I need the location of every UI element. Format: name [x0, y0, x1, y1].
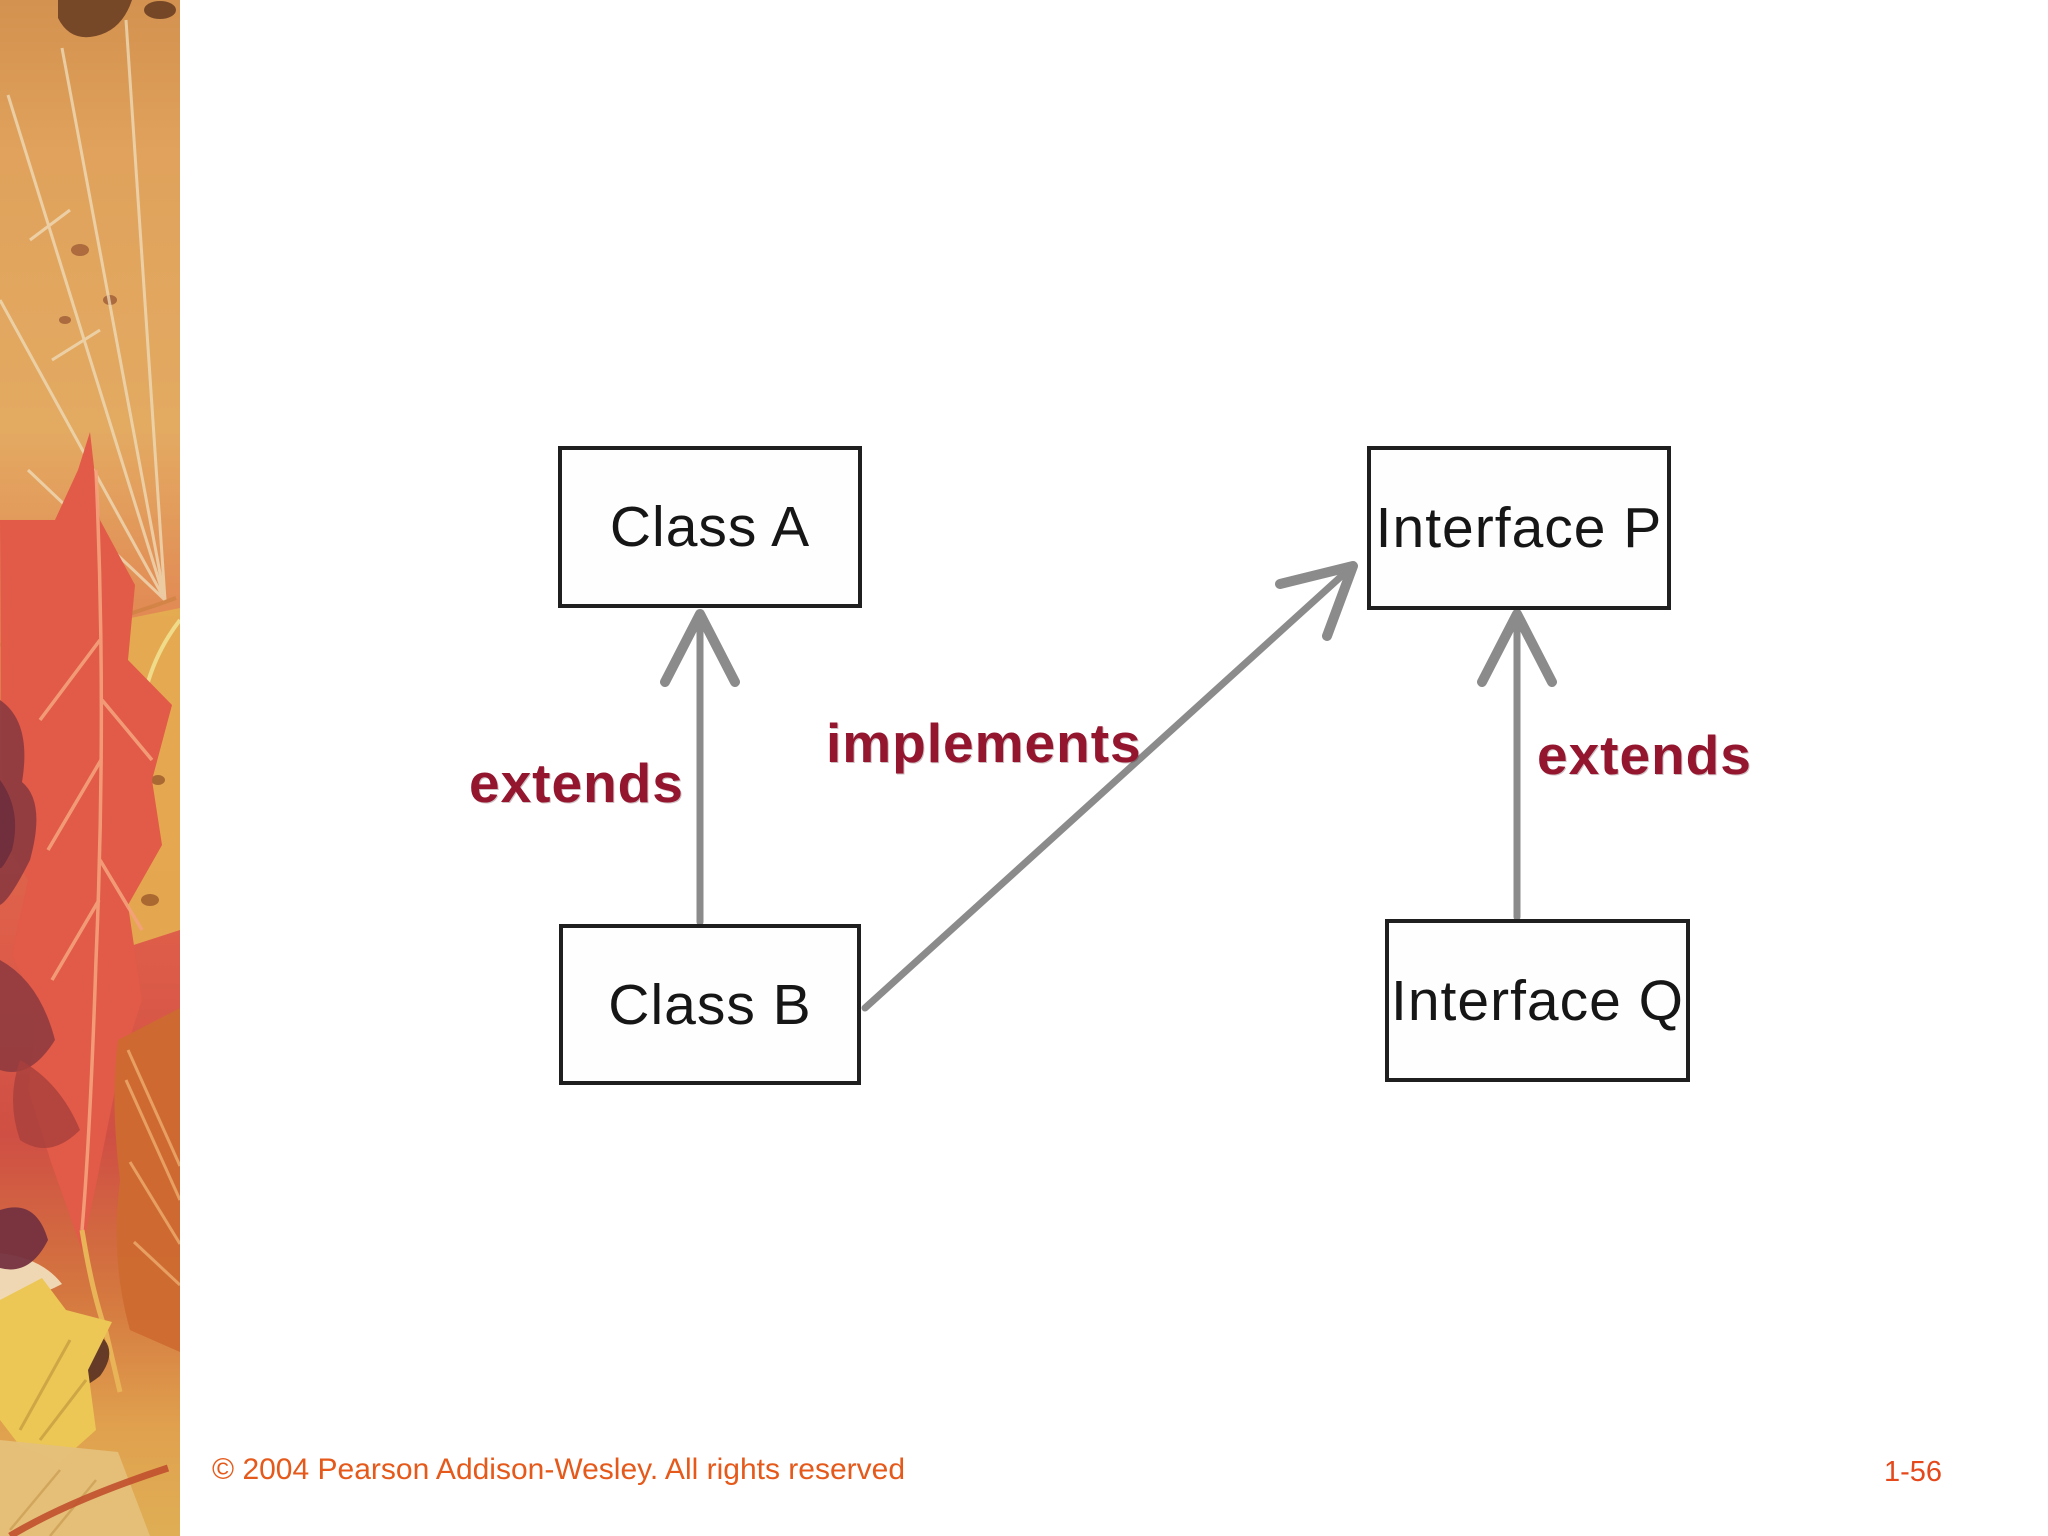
leaf-top-dark-patches [58, 0, 176, 324]
autumn-leaves-strip [0, 0, 180, 1536]
leaf-yellow-veins [18, 1339, 88, 1441]
leaf-bottom-tan-veins [9, 1469, 97, 1536]
leaf-orange-veins [124, 1049, 180, 1287]
interface-q-box: Interface Q [1385, 919, 1690, 1082]
leaf-red-veins [38, 469, 154, 1231]
interface-p-box: Interface P [1367, 446, 1671, 610]
class-a-box: Class A [558, 446, 862, 608]
page-number: 1-56 [1884, 1456, 1943, 1488]
footer-copyright: © 2004 Pearson Addison-Wesley. All right… [212, 1453, 906, 1486]
class-a-label: Class A [609, 495, 811, 559]
leaf-maroon-shadows [0, 700, 80, 1148]
implements-label: implements [826, 712, 1142, 774]
extends-left-label: extends [469, 752, 684, 814]
interface-q-label: Interface Q [1391, 968, 1684, 1033]
interface-p-label: Interface P [1375, 496, 1663, 560]
extends-right-label: extends [1537, 724, 1752, 786]
class-b-label: Class B [608, 972, 812, 1037]
leaf-red-stem-line [8, 1464, 170, 1536]
implements-arrow [861, 561, 1358, 1012]
class-b-box: Class B [559, 924, 861, 1085]
leaf-bottom-tan [0, 1440, 150, 1536]
leaf-maroon-patch [0, 1207, 48, 1270]
leaf-top-veins [0, 19, 167, 602]
